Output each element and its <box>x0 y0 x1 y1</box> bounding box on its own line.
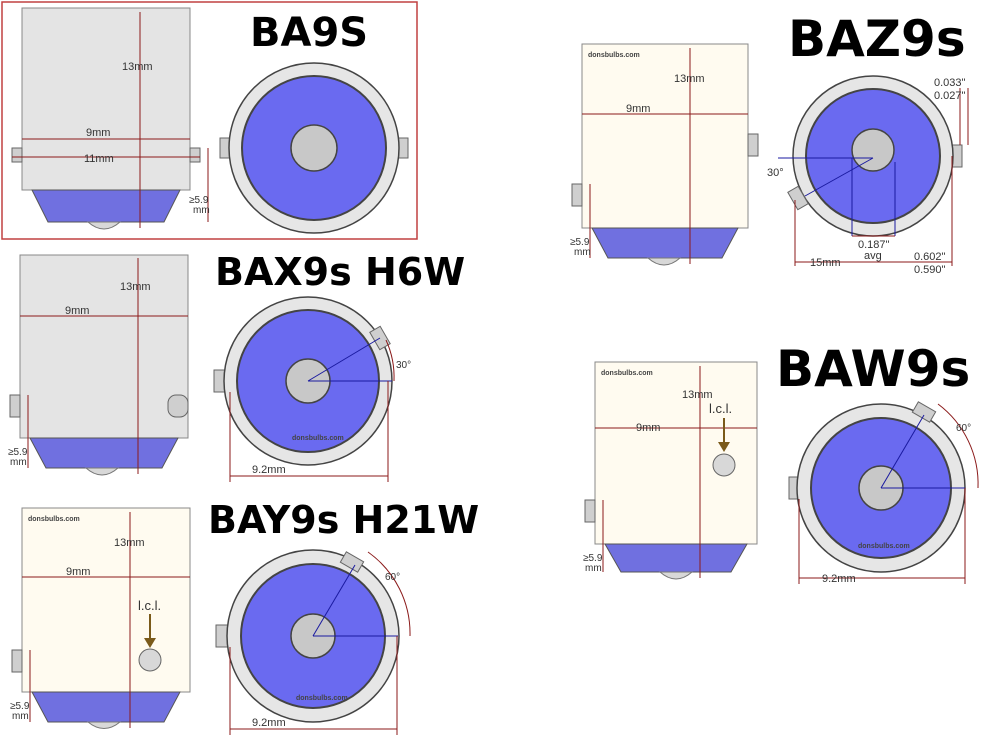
baw9s-base-height-label: ≥5.9 <box>583 553 603 564</box>
ba9s-panel: BA9S 13mm 9mm 11mm ≥5.9 mm <box>1 1 418 240</box>
bax9s-width-label: 9mm <box>65 305 89 317</box>
ba9s-height-label: 13mm <box>122 61 153 73</box>
bax9s-panel: BAX9s H6W 13mm 9mm ≥5.9 mm <box>8 250 465 482</box>
bax9s-face-view: 30° 9.2mm donsbulbs.com <box>213 296 411 482</box>
bax9s-title: BAX9s H6W <box>215 250 465 294</box>
bay9s-base-height-label: ≥5.9 <box>10 701 30 712</box>
baz9s-pin-bottom-label: 0.027" <box>934 90 966 102</box>
baz9s-width-label: 9mm <box>626 103 650 115</box>
bay9s-angle-label: 60° <box>385 572 400 583</box>
bay9s-panel: BAY9s H21W donsbulbs.com 13mm 9mm l.c.l.… <box>10 498 479 735</box>
baw9s-brand-face-label: donsbulbs.com <box>858 543 910 550</box>
ba9s-pin-right <box>189 147 201 163</box>
bay9s-lcl-label: l.c.l. <box>138 598 161 613</box>
baz9s-brand-label: donsbulbs.com <box>588 52 640 59</box>
baw9s-width-label: 9mm <box>636 422 660 434</box>
ba9s-face-view <box>219 62 409 234</box>
bax9s-angle-label: 30° <box>396 360 411 371</box>
bay9s-face-view: 60° 9.2mm donsbulbs.com <box>215 549 411 735</box>
baz9s-face-view: 30° 0.033" 0.027" 0.187" avg 15mm 0.602"… <box>767 75 969 276</box>
ba9s-width-label: 9mm <box>86 127 110 139</box>
baz9s-panel: BAZ9s donsbulbs.com 13mm 9mm ≥5.9 mm <box>570 10 969 276</box>
bay9s-side-view: donsbulbs.com 13mm 9mm l.c.l. ≥5.9 mm <box>10 507 191 729</box>
baw9s-title: BAW9s <box>776 340 970 398</box>
baz9s-title: BAZ9s <box>788 10 966 68</box>
bax9s-base-height-label: ≥5.9 <box>8 447 28 458</box>
ba9s-body <box>21 7 191 191</box>
ba9s-pin-span-label: 11mm <box>84 153 114 165</box>
baz9s-side-view: donsbulbs.com 13mm 9mm ≥5.9 mm <box>570 43 759 266</box>
baz9s-span-top-label: 0.602" <box>914 251 946 263</box>
ba9s-base-height-label: ≥5.9 <box>189 195 209 206</box>
baz9s-offset-note: avg <box>864 250 882 262</box>
baz9s-base-height-label: ≥5.9 <box>570 237 590 248</box>
baz9s-angle-label: 30° <box>767 167 784 179</box>
bay9s-diameter-label: 9.2mm <box>252 717 286 729</box>
baw9s-panel: BAW9s donsbulbs.com 13mm 9mm l.c.l. ≥5.9… <box>583 340 979 585</box>
bax9s-height-label: 13mm <box>120 281 151 293</box>
bay9s-brand-face-label: donsbulbs.com <box>296 695 348 702</box>
bay9s-height-label: 13mm <box>114 537 145 549</box>
baz9s-span-bottom-label: 0.590" <box>914 264 946 276</box>
bay9s-width-label: 9mm <box>66 566 90 578</box>
ba9s-frame <box>1 1 418 240</box>
ba9s-pin-left <box>11 147 23 163</box>
ba9s-base <box>31 189 181 223</box>
ba9s-contact <box>86 221 122 230</box>
ba9s-base-unit-label: mm <box>193 205 210 216</box>
bay9s-title: BAY9s H21W <box>208 498 479 542</box>
baw9s-face-view: 60° 9.2mm donsbulbs.com <box>788 401 979 585</box>
baz9s-offset-label: 0.187" <box>858 239 890 251</box>
baw9s-lcl-label: l.c.l. <box>709 401 732 416</box>
baw9s-base-unit-label: mm <box>585 563 602 574</box>
bax9s-diameter-label: 9.2mm <box>252 464 286 476</box>
baw9s-brand-label: donsbulbs.com <box>601 370 653 377</box>
baw9s-side-view: donsbulbs.com 13mm 9mm l.c.l. ≥5.9 mm <box>583 361 758 580</box>
bax9s-side-view: 13mm 9mm ≥5.9 mm <box>8 254 189 476</box>
ba9s-title: BA9S <box>250 10 368 56</box>
ba9s-side-view: 13mm 9mm 11mm ≥5.9 mm <box>11 7 210 230</box>
baz9s-base-unit-label: mm <box>574 247 591 258</box>
baw9s-height-label: 13mm <box>682 389 713 401</box>
bax9s-base-unit-label: mm <box>10 457 27 468</box>
baz9s-span-mm-label: 15mm <box>810 257 841 269</box>
baw9s-diameter-label: 9.2mm <box>822 573 856 585</box>
bax9s-brand-label: donsbulbs.com <box>292 435 344 442</box>
baz9s-height-label: 13mm <box>674 73 705 85</box>
baw9s-angle-label: 60° <box>956 423 971 434</box>
baz9s-pin-top-label: 0.033" <box>934 77 966 89</box>
bay9s-brand-side-label: donsbulbs.com <box>28 516 80 523</box>
bay9s-base-unit-label: mm <box>12 711 29 722</box>
